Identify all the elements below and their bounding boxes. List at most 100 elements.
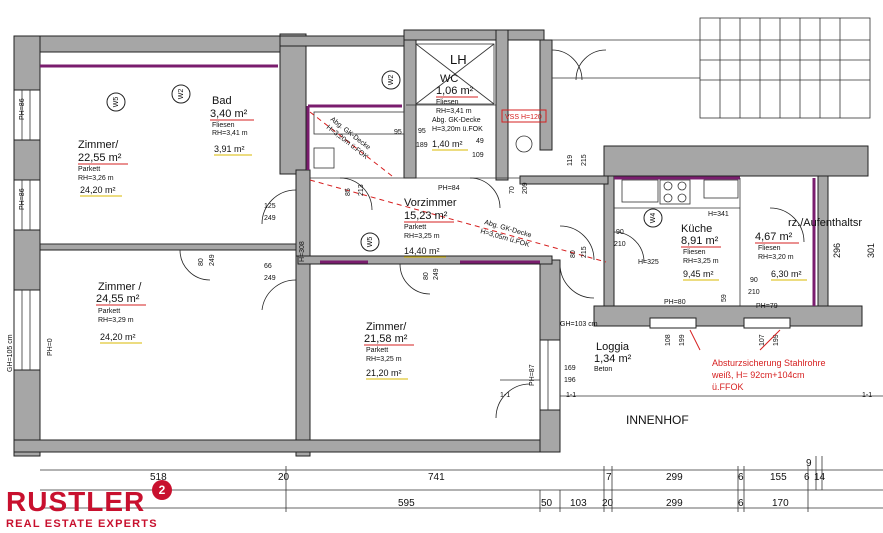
dim-label: 249 xyxy=(264,215,276,222)
w4-tag-icon xyxy=(643,208,663,228)
room-area: 15,23 m² xyxy=(404,210,448,222)
room-floor: Parkett xyxy=(366,347,388,354)
window-tags: W5 W2 W2 W5 W4 xyxy=(106,70,663,252)
room-area: 4,67 m² xyxy=(755,231,793,243)
room-area: 3,40 m² xyxy=(210,108,248,120)
dim-label: 215 xyxy=(581,246,588,258)
room-floor: Fliesen xyxy=(758,245,781,252)
dim-label: 249 xyxy=(264,275,276,282)
parapet-height: PH=84 xyxy=(438,185,460,192)
dim-label: 301 xyxy=(866,243,876,258)
courtyard-label: INNENHOF xyxy=(626,413,689,427)
dim-value: 6 xyxy=(738,472,744,483)
dim-label: 107 xyxy=(759,334,766,346)
room-aufenthaltsraum: rz./Aufenthaltsr 4,67 m² Fliesen RH=3,20… xyxy=(755,217,862,281)
room-area: 8,91 m² xyxy=(681,235,719,247)
section-marker: 1-1 xyxy=(566,392,576,399)
dim-label: 125 xyxy=(264,203,276,210)
w5-label: W5 xyxy=(367,237,374,248)
dimension-row-top: 518 20 741 7 299 6 155 6 9 14 xyxy=(150,458,826,483)
dim-value: 741 xyxy=(428,472,445,483)
dim-label: 109 xyxy=(472,152,484,159)
railing-height: GH=105 cm xyxy=(7,334,14,372)
room-area: 24,55 m² xyxy=(96,293,140,305)
dim-label: 95 xyxy=(418,128,426,135)
room-name: Zimmer / xyxy=(98,281,142,293)
room-height: RH=3,41 m xyxy=(436,108,472,115)
dim-label: 169 xyxy=(564,365,576,372)
room-name: WC xyxy=(440,73,458,85)
dim-value: 6 xyxy=(804,472,810,483)
room-area-alt: 1,40 m² xyxy=(432,139,463,149)
dim-label: 90 xyxy=(750,277,758,284)
room-area: 1,06 m² xyxy=(436,85,474,97)
room-kueche: Küche 8,91 m² Fliesen RH=3,25 m 9,45 m² xyxy=(681,223,721,281)
room-floor: Fliesen xyxy=(436,99,459,106)
dim-label: 213 xyxy=(358,184,365,196)
dim-label: 70 xyxy=(509,186,516,194)
dim-value: 20 xyxy=(278,472,290,483)
w5-label: W5 xyxy=(113,97,120,108)
room-area: 1,34 m² xyxy=(594,353,632,365)
dim-label: 215 xyxy=(581,154,588,166)
room-name: Zimmer/ xyxy=(78,139,119,151)
parapet-height: PH=86 xyxy=(19,188,26,210)
dim-label: 210 xyxy=(614,241,626,248)
dim-label: 196 xyxy=(564,377,576,384)
room-floor: Parkett xyxy=(404,224,426,231)
dim-label: 108 xyxy=(665,334,672,346)
measurement-labels: PH=86 PH=86 PH=0 GH=105 cm PH=84 PH=87 P… xyxy=(7,98,876,399)
room-floor: Fliesen xyxy=(212,122,235,129)
dim-value: 7 xyxy=(606,472,612,483)
dim-label: 209 xyxy=(522,182,529,194)
logo-mark-icon xyxy=(152,480,172,500)
dim-value: 9 xyxy=(806,458,812,469)
dim-label: 80 xyxy=(198,258,205,266)
parapet-height: PH=87 xyxy=(529,364,536,386)
room-area-alt: 9,45 m² xyxy=(683,269,714,279)
room-ceiling: Abg. GK-Decke xyxy=(432,117,481,124)
room-area: 21,58 m² xyxy=(364,333,408,345)
room-height: RH=3,25 m xyxy=(366,356,402,363)
dim-value: 299 xyxy=(666,498,683,509)
dimension-row-bottom: 595 50 103 20 299 6 170 xyxy=(398,498,789,509)
absturz-note: Absturzsicherung Stahlrohre weiß, H= 92c… xyxy=(689,329,826,392)
room-area-alt: 24,20 m² xyxy=(80,185,116,195)
dim-label: 199 xyxy=(679,334,686,346)
w5-tag-icon xyxy=(106,92,126,112)
w5-tag-icon xyxy=(360,232,380,252)
dim-label: 80 xyxy=(570,250,577,258)
dim-label: 189 xyxy=(416,142,428,149)
parapet-height: PH=79 xyxy=(756,303,778,310)
dim-label: 199 xyxy=(773,334,780,346)
room-loggia: Loggia 1,34 m² Beton xyxy=(594,341,632,373)
section-marker: 1-1 xyxy=(862,392,872,399)
rustler-logo: RUSTLER 2 REAL ESTATE EXPERTS xyxy=(6,480,172,530)
logo-wordmark: RUSTLER xyxy=(6,486,145,517)
dim-value: 14 xyxy=(814,472,826,483)
parapet-height: PH=80 xyxy=(664,299,686,306)
dim-value: 299 xyxy=(666,472,683,483)
room-zimmer-left: Zimmer / 24,55 m² Parkett RH=3,29 m 24,2… xyxy=(96,281,146,344)
dim-label: 95 xyxy=(394,129,402,136)
logo-mark-text: 2 xyxy=(159,483,166,497)
room-floor: Beton xyxy=(594,366,612,373)
room-height: RH=3,25 m xyxy=(683,258,719,265)
room-ceiling-height: H=3,20m ü.FOK xyxy=(432,126,483,133)
railing-height: GH=103 cm xyxy=(560,321,598,328)
dim-label: 59 xyxy=(721,294,728,302)
room-name: rz./Aufenthaltsr xyxy=(788,217,862,229)
dim-value: 6 xyxy=(738,498,744,509)
parapet-height: PH=86 xyxy=(19,98,26,120)
room-floor: Parkett xyxy=(98,308,120,315)
note-line: Absturzsicherung Stahlrohre xyxy=(712,358,826,368)
dim-value: 595 xyxy=(398,498,415,509)
vss-note: VSS H=120 xyxy=(505,114,542,121)
windows xyxy=(13,89,791,411)
room-bad: Bad 3,40 m² Fliesen RH=3,41 m 3,91 m² xyxy=(210,95,254,156)
room-wc: WC 1,06 m² Fliesen RH=3,41 m Abg. GK-Dec… xyxy=(432,73,483,151)
note-line: weiß, H= 92cm+104cm xyxy=(711,370,805,380)
room-area-alt: 21,20 m² xyxy=(366,368,402,378)
dim-value: 170 xyxy=(772,498,789,509)
section-marker: 1-1 xyxy=(500,392,510,399)
